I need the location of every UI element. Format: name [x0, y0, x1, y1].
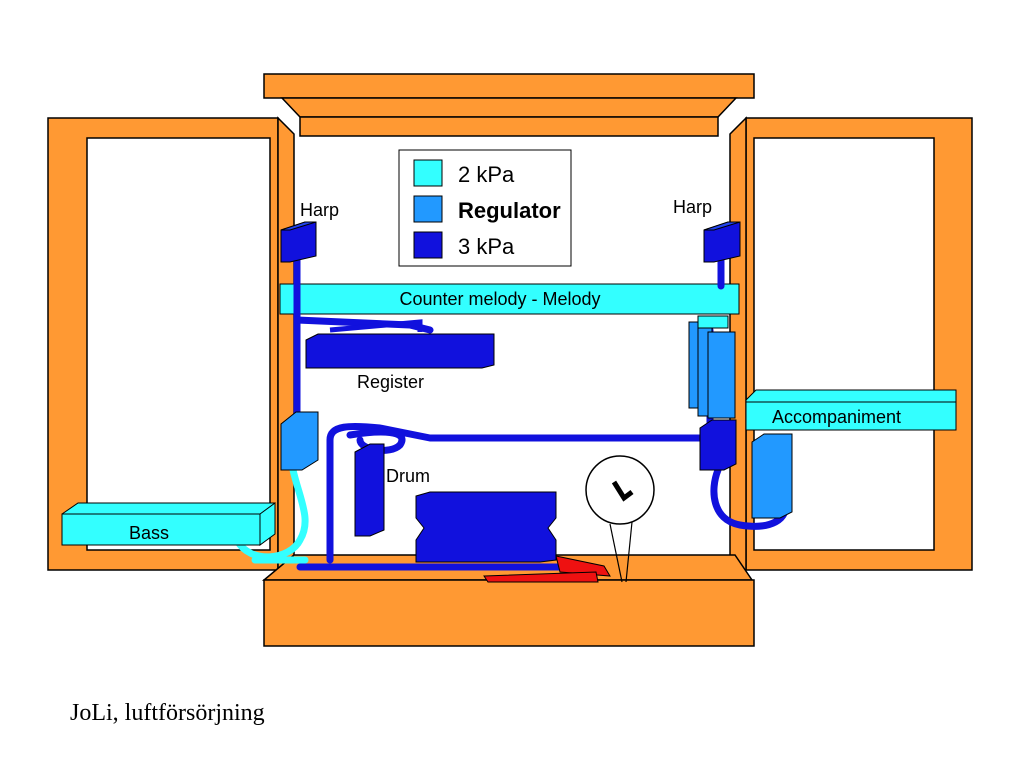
legend-label-regulator: Regulator [458, 198, 561, 223]
legend: 2 kPa Regulator 3 kPa [398, 149, 572, 267]
slide-caption: JoLi, luftförsörjning [70, 700, 265, 726]
accompaniment-regulator [751, 433, 793, 519]
drum-label: Drum [386, 466, 430, 486]
accompaniment-label: Accompaniment [772, 407, 901, 427]
legend-swatch-regulator [413, 195, 443, 223]
left-wall [277, 116, 295, 582]
pipe-loop [326, 422, 714, 564]
drum-block [354, 443, 385, 537]
bass-label: Bass [129, 523, 169, 543]
cabinet [47, 73, 973, 647]
legend-swatch-3kpa [413, 231, 443, 259]
top-lid-front [263, 73, 755, 99]
harp-left-label: Harp [300, 200, 339, 220]
top-lid-inner [280, 97, 738, 118]
left-door [47, 117, 279, 571]
bass-chest [61, 502, 276, 546]
harp-left-block [280, 221, 317, 263]
bellows [415, 491, 611, 583]
pipes-3kpa [293, 254, 790, 571]
counter-melody-label: Counter melody - Melody [399, 289, 600, 309]
legend-label-3kpa: 3 kPa [458, 234, 515, 259]
legend-label-2kpa: 2 kPa [458, 162, 515, 187]
register-block [305, 319, 495, 369]
register-label: Register [357, 372, 424, 392]
right-regulator-stack [688, 315, 737, 471]
harp-right-block [703, 221, 741, 263]
bottom-base-front [263, 579, 755, 647]
legend-swatch-2kpa [413, 159, 443, 187]
top-lid-lower [299, 116, 719, 137]
pressure-gauge [585, 455, 655, 583]
counter-melody-chest: Counter melody - Melody [279, 283, 740, 315]
left-regulator [280, 411, 319, 471]
harp-right-label: Harp [673, 197, 712, 217]
air-supply-diagram: Counter melody - Melody Harp Harp Regist… [47, 73, 973, 647]
accompaniment-chest [745, 389, 957, 431]
